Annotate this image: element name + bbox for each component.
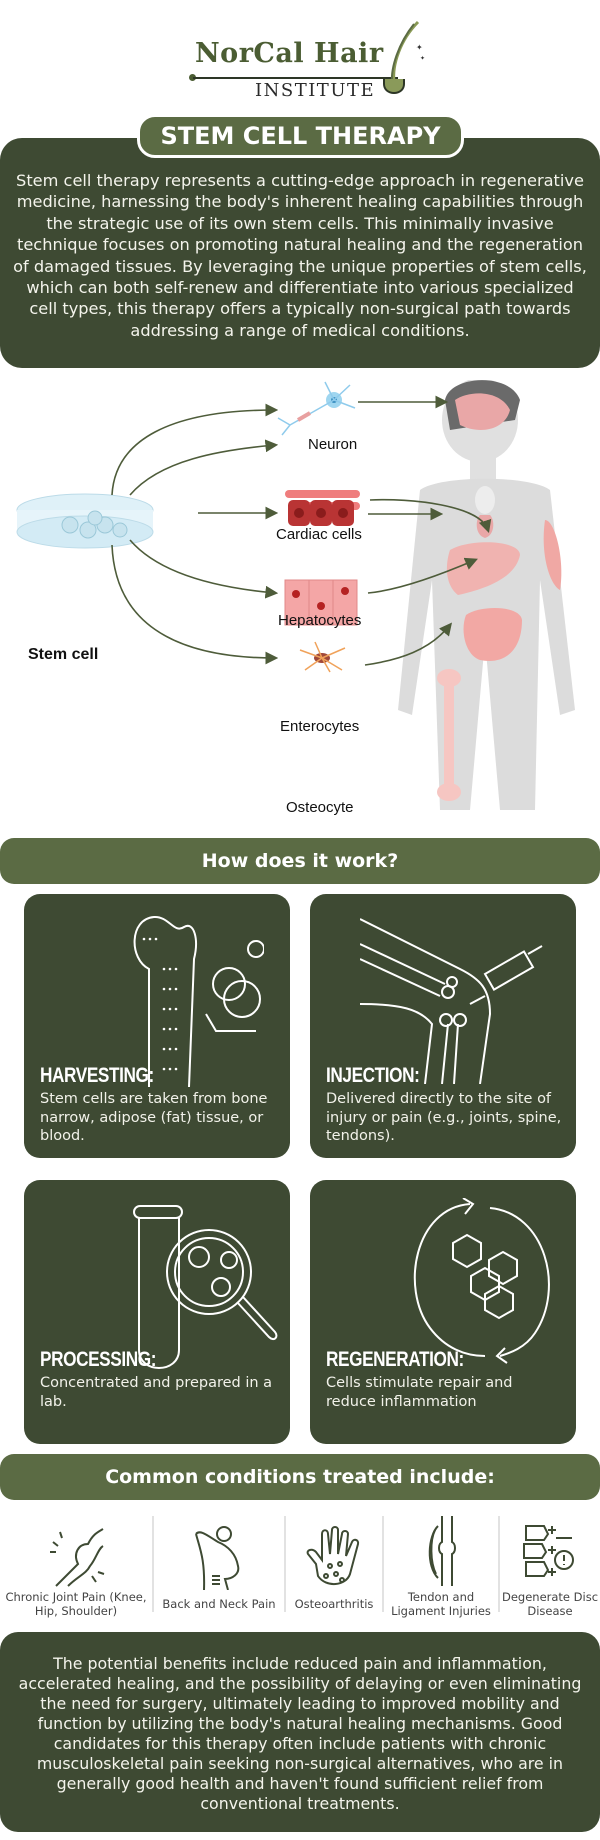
- how-it-works-heading: How does it work?: [0, 838, 600, 884]
- osteocyte-label: Osteocyte: [286, 799, 354, 816]
- step-title: INJECTION:: [326, 1064, 420, 1087]
- step-description: Concentrated and prepared in a lab.: [40, 1375, 273, 1410]
- condition-label: Osteoarthritis: [294, 1597, 374, 1611]
- step-card-processing: PROCESSING: Concentrated and prepared in…: [24, 1180, 290, 1444]
- intro-panel: Stem cell therapy represents a cutting-e…: [0, 138, 600, 368]
- enterocytes-label: Enterocytes: [280, 718, 360, 735]
- enterocytes-illustration: [284, 579, 358, 626]
- step-title: PROCESSING:: [40, 1348, 157, 1371]
- step-card-injection: INJECTION: Delivered directly to the sit…: [310, 894, 576, 1158]
- regeneration-cycle-icon: [413, 1198, 550, 1364]
- neuron-illustration: [277, 381, 356, 436]
- step-description: Delivered directly to the site of injury…: [326, 1091, 562, 1144]
- condition-item: Chronic Joint Pain (Knee, Hip, Shoulder): [0, 1510, 152, 1620]
- neuron-label: Neuron: [308, 436, 358, 453]
- hepatocytes-label: Hepatocytes: [278, 612, 362, 629]
- benefits-text: The potential benefits include reduced p…: [18, 1654, 582, 1813]
- svg-text:✦: ✦: [416, 43, 423, 52]
- step-title: HARVESTING:: [40, 1064, 154, 1087]
- svg-text:✦: ✦: [420, 55, 425, 62]
- intro-text: Stem cell therapy represents a cutting-e…: [13, 171, 587, 340]
- spine-disc-icon: [523, 1525, 574, 1577]
- hepatocytes-illustration: [288, 500, 354, 526]
- step-card-harvesting: HARVESTING: Stem cells are taken from bo…: [24, 894, 290, 1158]
- knee-injection-icon: [360, 918, 543, 1084]
- benefits-panel: The potential benefits include reduced p…: [0, 1632, 600, 1832]
- divider: [152, 1516, 154, 1612]
- condition-item: Tendon and Ligament Injuries: [384, 1510, 498, 1620]
- condition-label: Chronic Joint Pain (Knee, Hip, Shoulder): [5, 1590, 147, 1618]
- conditions-list: Chronic Joint Pain (Knee, Hip, Shoulder)…: [0, 1510, 600, 1620]
- condition-item: Degenerate Disc Disease: [500, 1510, 600, 1620]
- back-pain-icon: [195, 1526, 240, 1590]
- cardiac-cells-label: Cardiac cells: [276, 526, 362, 543]
- hand-arthritis-icon: [306, 1526, 360, 1585]
- logo-subtitle: INSTITUTE: [255, 80, 376, 101]
- page-title: STEM CELL THERAPY: [137, 114, 464, 158]
- logo: NorCal Hair INSTITUTE ✦ ✦: [189, 20, 425, 101]
- divider: [284, 1516, 286, 1612]
- conditions-heading: Common conditions treated include:: [0, 1454, 600, 1500]
- step-description: Stem cells are taken from bone narrow, a…: [40, 1091, 268, 1144]
- condition-label: Tendon and Ligament Injuries: [391, 1590, 491, 1618]
- diagram-graphics: [16, 380, 575, 810]
- condition-item: Osteoarthritis: [286, 1510, 382, 1620]
- condition-label: Back and Neck Pain: [162, 1597, 276, 1611]
- test-tube-magnifier-icon: [133, 1205, 278, 1369]
- logo-title: NorCal Hair: [195, 38, 384, 69]
- logo-underline: [193, 77, 398, 79]
- joint-pain-icon: [50, 1528, 105, 1587]
- condition-label: Degenerate Disc Disease: [501, 1590, 599, 1618]
- condition-item: Back and Neck Pain: [154, 1510, 284, 1620]
- divider: [498, 1516, 500, 1612]
- hair-follicle-icon: ✦ ✦: [383, 20, 425, 94]
- step-title: REGENERATION:: [326, 1348, 464, 1371]
- osteocyte-illustration: [299, 641, 346, 673]
- step-card-regeneration: REGENERATION: Cells stimulate repair and…: [310, 1180, 576, 1444]
- bone-marrow-icon: [133, 915, 264, 1088]
- step-description: Cells stimulate repair and reduce inflam…: [326, 1375, 513, 1410]
- petri-dish-illustration: [16, 493, 154, 549]
- knee-ligament-icon: [428, 1516, 456, 1586]
- stem-cell-label: Stem cell: [28, 646, 99, 663]
- human-body-illustration: [398, 380, 575, 810]
- divider: [382, 1516, 384, 1612]
- stem-cell-differentiation-diagram: Neuron Cardiac cells Hepatocytes Enteroc…: [0, 380, 600, 830]
- logo-dot: [189, 74, 196, 81]
